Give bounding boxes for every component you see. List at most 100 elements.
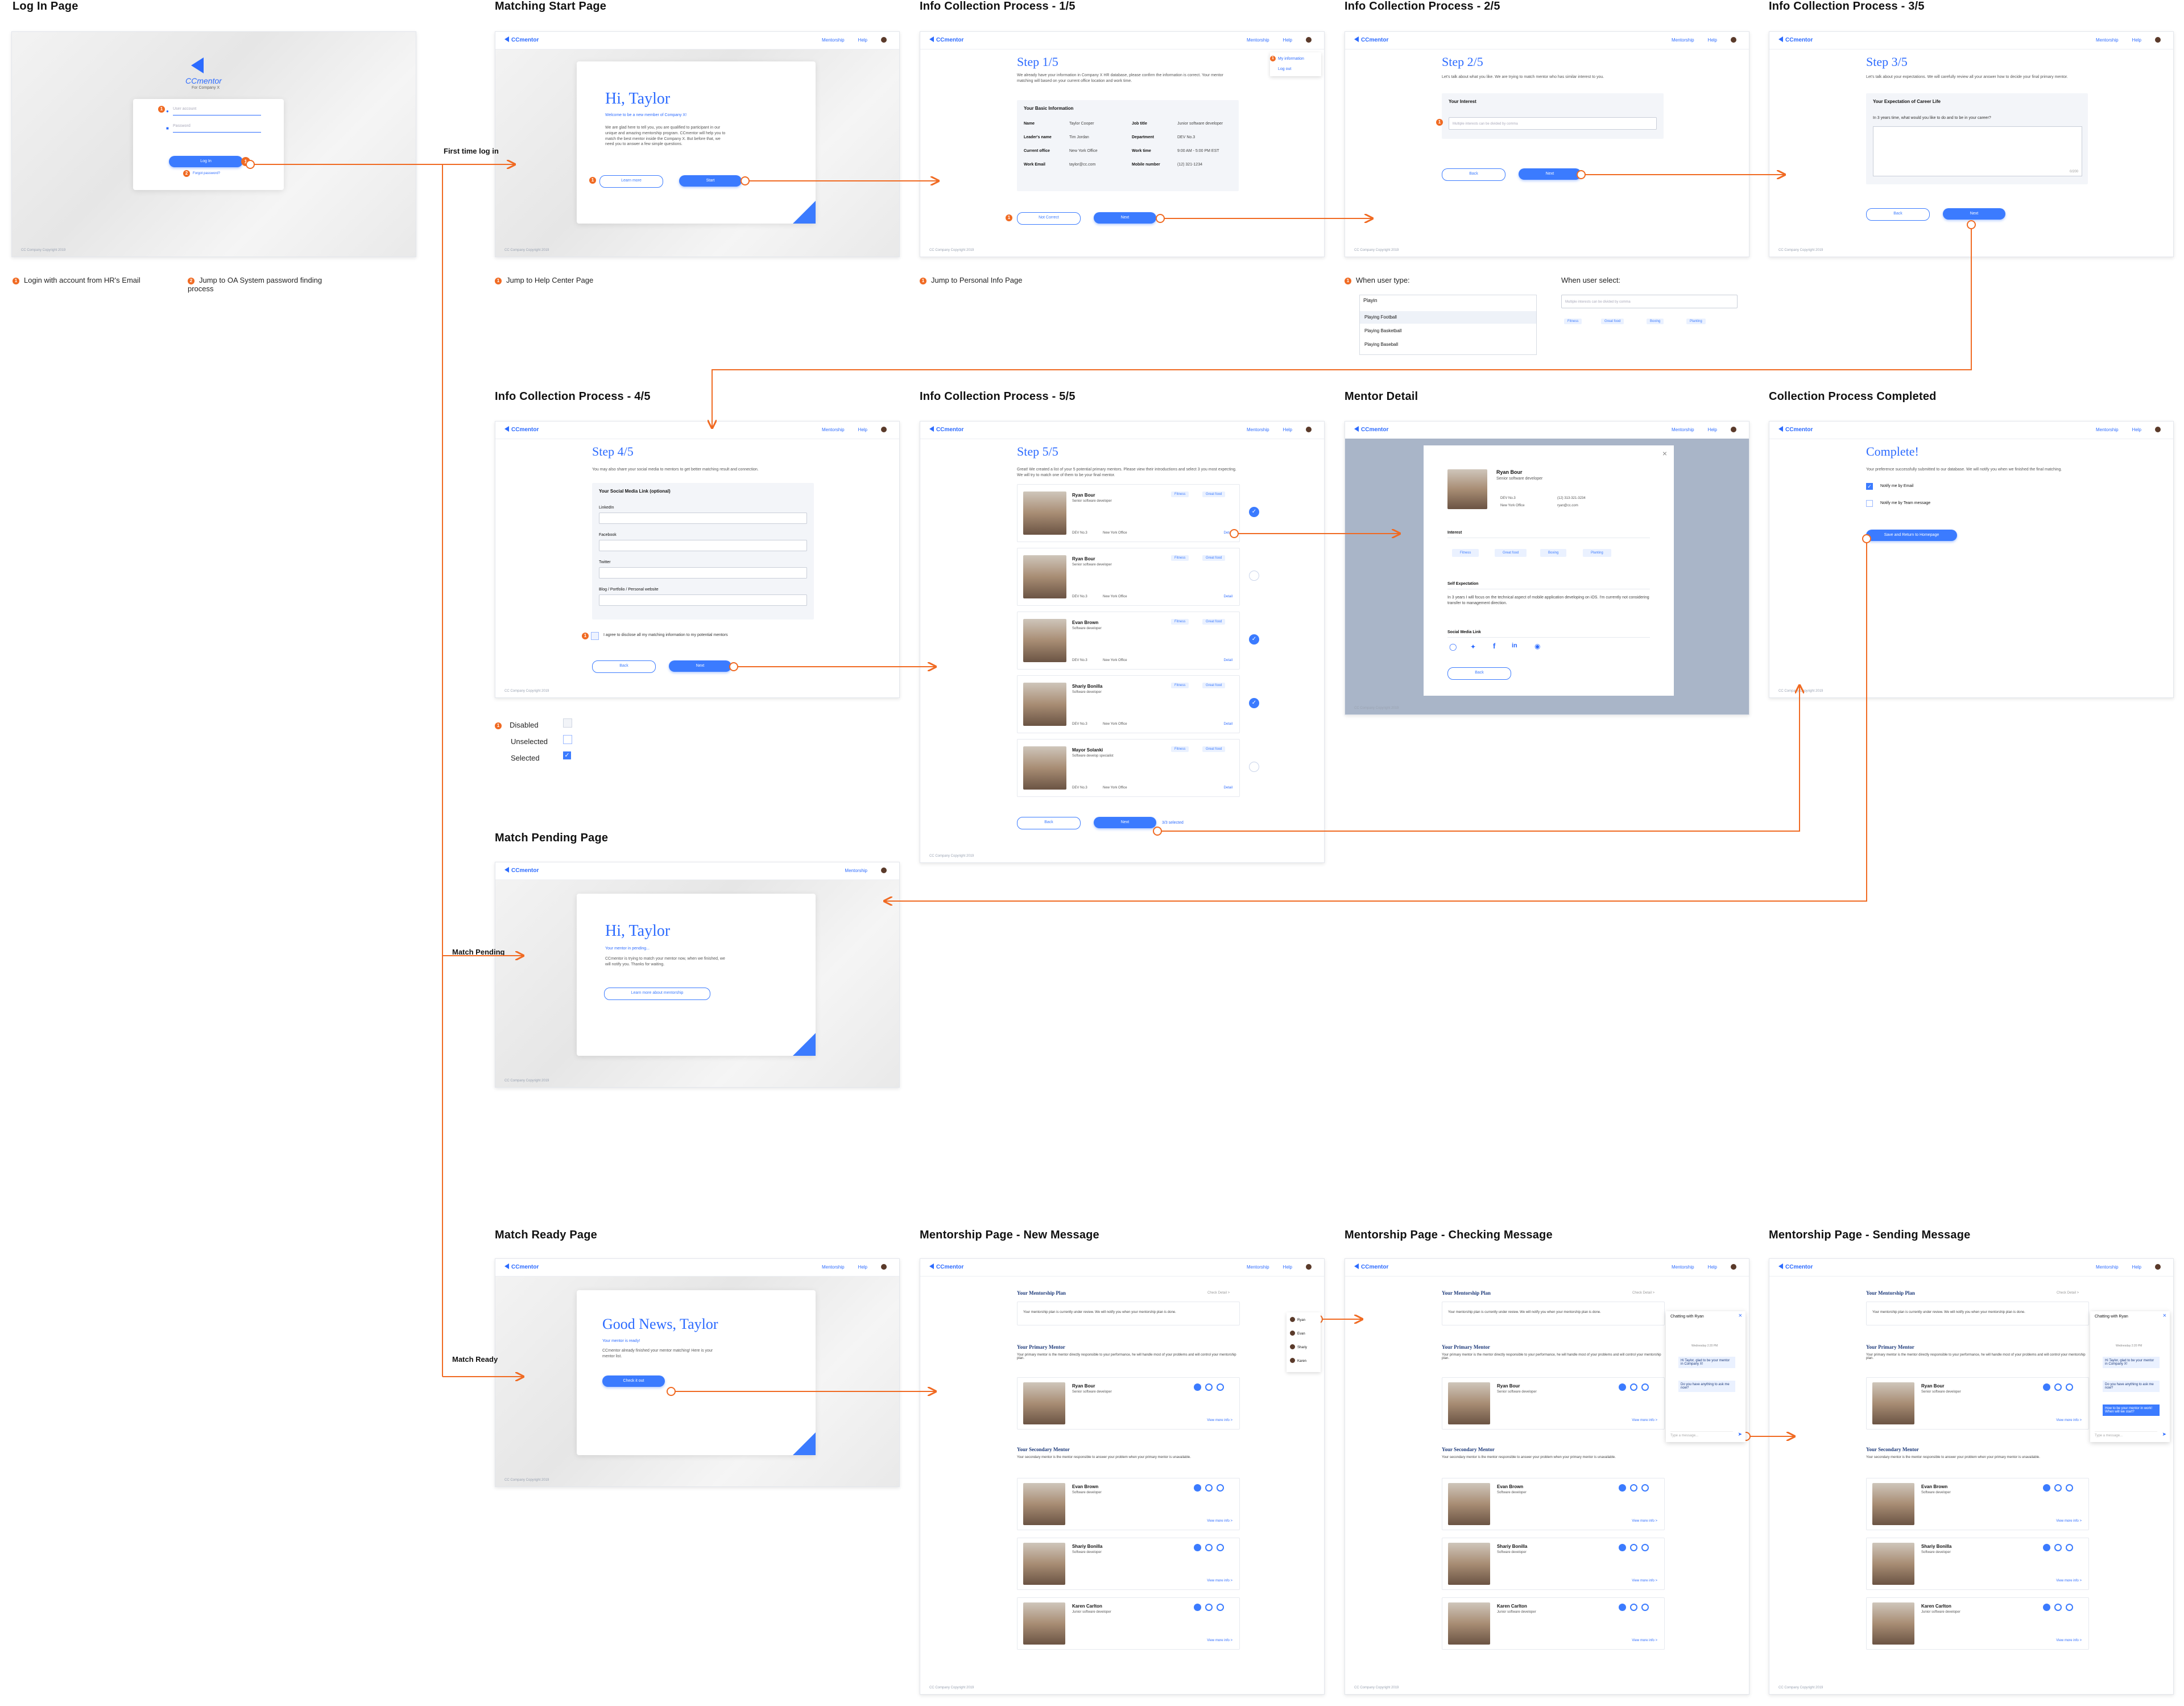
nav-mentorship[interactable]: Mentorship — [2095, 37, 2119, 43]
view-more-link[interactable]: View more info > — [1632, 1519, 1657, 1523]
selected-check[interactable]: ✓ — [1249, 698, 1259, 708]
nav-mentorship[interactable]: Mentorship — [1671, 37, 1694, 43]
expectation-textarea[interactable]: 0/200 — [1873, 126, 2082, 176]
view-more-link[interactable]: View more info > — [1207, 1579, 1232, 1583]
chat-input[interactable]: Type a message... — [2095, 1431, 2157, 1437]
phone-icon[interactable] — [2043, 1544, 2050, 1551]
phone-icon[interactable] — [1619, 1383, 1626, 1391]
logo[interactable]: CCmentor — [1778, 426, 1813, 433]
check-it-out-button[interactable]: Check it out — [602, 1375, 665, 1387]
message-icon[interactable] — [1205, 1604, 1213, 1611]
logo[interactable]: CCmentor — [504, 426, 539, 433]
message-icon[interactable] — [1205, 1544, 1213, 1551]
checkbox-unselected[interactable] — [563, 735, 572, 744]
logo[interactable]: CCmentor — [1778, 36, 1813, 43]
nav-mentorship[interactable]: Mentorship — [1246, 1264, 1269, 1270]
website-icon[interactable]: ◉ — [1534, 642, 1541, 650]
nav-mentorship[interactable]: Mentorship — [2095, 1264, 2119, 1270]
plan-status[interactable]: Check Detail > — [1632, 1291, 1655, 1295]
suggestion[interactable]: Playing Basketball — [1364, 328, 1402, 333]
linkedin-icon[interactable]: in — [1512, 642, 1517, 649]
facebook-input[interactable] — [599, 540, 807, 551]
next-button[interactable]: Next — [1943, 208, 2005, 220]
video-icon[interactable] — [2066, 1383, 2073, 1391]
chat-input[interactable]: Type a message... — [1670, 1431, 1733, 1437]
avatar[interactable] — [881, 427, 887, 432]
phone-icon[interactable] — [1194, 1604, 1201, 1611]
avatar[interactable] — [1306, 37, 1312, 43]
phone-icon[interactable] — [1619, 1544, 1626, 1551]
chip[interactable]: Great food — [1601, 319, 1624, 324]
chip[interactable]: Boxing — [1647, 319, 1664, 324]
chip[interactable]: Planting — [1686, 319, 1706, 324]
avatar[interactable] — [881, 37, 887, 43]
detail-link[interactable]: Detail — [1223, 722, 1232, 726]
login-button[interactable]: Log In — [169, 156, 243, 167]
linkedin-input[interactable] — [599, 513, 807, 524]
avatar[interactable] — [1731, 427, 1736, 432]
nav-mentorship[interactable]: Mentorship — [2095, 427, 2119, 432]
detail-link[interactable]: Detail — [1223, 786, 1232, 790]
message-icon[interactable] — [2054, 1604, 2062, 1611]
logo[interactable]: CCmentor — [929, 36, 963, 43]
logo[interactable]: CCmentor — [1354, 426, 1388, 433]
nav-help[interactable]: Help — [2132, 37, 2141, 43]
checkbox-selected[interactable]: ✓ — [563, 751, 571, 759]
back-button[interactable]: Back — [1442, 168, 1505, 181]
avatar[interactable] — [881, 868, 887, 873]
blog-input[interactable] — [599, 594, 807, 606]
video-icon[interactable] — [2066, 1604, 2073, 1611]
plan-status[interactable]: Check Detail > — [2057, 1291, 2079, 1295]
message-icon[interactable] — [1205, 1484, 1213, 1492]
chat-list-item[interactable]: Evan — [1290, 1331, 1305, 1336]
nav-mentorship[interactable]: Mentorship — [1671, 427, 1694, 432]
team-checkbox[interactable] — [1866, 500, 1873, 507]
view-more-link[interactable]: View more info > — [1632, 1419, 1657, 1422]
message-icon[interactable] — [1630, 1544, 1637, 1551]
phone-icon[interactable] — [1619, 1484, 1626, 1492]
save-return-button[interactable]: Save and Return to Homepage — [1866, 530, 1957, 541]
message-icon[interactable] — [1630, 1383, 1637, 1391]
view-more-link[interactable]: View more info > — [1632, 1579, 1657, 1583]
close-icon[interactable]: × — [1662, 449, 1667, 458]
facebook-icon[interactable]: f — [1493, 642, 1496, 650]
send-icon[interactable]: ➤ — [1738, 1431, 1742, 1437]
view-more-link[interactable]: View more info > — [2056, 1639, 2082, 1642]
avatar[interactable] — [2155, 1264, 2161, 1270]
selected-check[interactable]: ✓ — [1249, 634, 1259, 645]
back-button[interactable]: Back — [1447, 667, 1511, 680]
video-icon[interactable] — [1641, 1544, 1649, 1551]
avatar[interactable] — [1306, 1264, 1312, 1270]
video-icon[interactable] — [1641, 1604, 1649, 1611]
learn-more-button[interactable]: Learn more — [599, 175, 663, 188]
view-more-link[interactable]: View more info > — [1632, 1639, 1657, 1642]
close-icon[interactable]: × — [2162, 1312, 2166, 1319]
nav-help[interactable]: Help — [1707, 1264, 1717, 1270]
password-input[interactable]: Password — [173, 124, 261, 133]
avatar[interactable] — [881, 1264, 887, 1270]
view-more-link[interactable]: View more info > — [2056, 1579, 2082, 1583]
avatar[interactable] — [1731, 1264, 1736, 1270]
menu-logout[interactable]: Log out — [1278, 67, 1292, 71]
send-icon[interactable]: ➤ — [2162, 1431, 2166, 1437]
message-icon[interactable] — [1630, 1484, 1637, 1492]
logo[interactable]: CCmentor — [1778, 1263, 1813, 1270]
chip[interactable]: Fitness — [1564, 319, 1582, 324]
logo[interactable]: CCmentor — [504, 1263, 539, 1270]
video-icon[interactable] — [1217, 1484, 1224, 1492]
detail-link[interactable]: Detail — [1223, 531, 1232, 535]
avatar[interactable] — [1731, 37, 1736, 43]
logo[interactable]: CCmentor — [1354, 36, 1388, 43]
next-button[interactable]: Next — [669, 660, 731, 672]
nav-help[interactable]: Help — [2132, 427, 2141, 432]
unselected-check[interactable] — [1249, 571, 1259, 581]
nav-help[interactable]: Help — [2132, 1264, 2141, 1270]
next-button[interactable]: Next — [1519, 168, 1581, 180]
selected-check[interactable]: ✓ — [1249, 507, 1259, 517]
nav-help[interactable]: Help — [858, 37, 867, 43]
unselected-check[interactable] — [1249, 762, 1259, 772]
